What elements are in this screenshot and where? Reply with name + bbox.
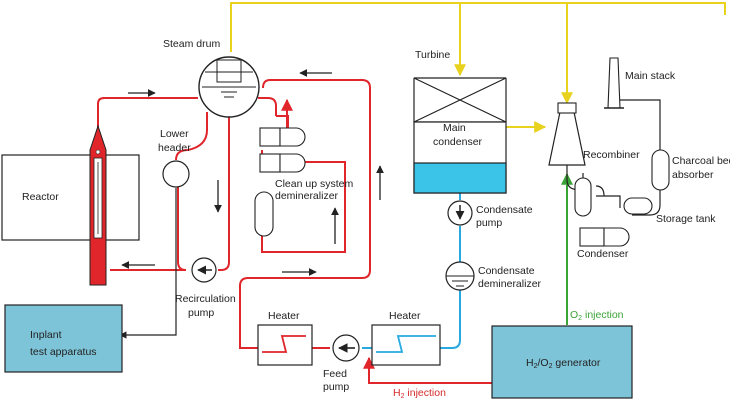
heater-left	[257, 324, 313, 366]
condenser-label: Condenser	[577, 248, 629, 260]
recirc-pump-label-line1: Recirculation	[175, 293, 236, 305]
cleanup-demineralizer	[254, 127, 306, 237]
main-stack-label: Main stack	[625, 70, 676, 82]
reactor-label: Reactor	[22, 191, 59, 203]
main-stack	[604, 57, 624, 109]
turbine-label: Turbine	[415, 49, 450, 61]
condensate-demineralizer	[445, 261, 475, 291]
feed-pump-label-line1: Feed	[323, 368, 347, 380]
condensate-pump-label-line1: Condensate	[476, 204, 533, 216]
inplant-label-line1: Inplant	[30, 329, 62, 341]
main-condenser	[413, 121, 507, 194]
heater-right-label: Heater	[389, 310, 421, 322]
inplant-test-apparatus	[4, 304, 123, 373]
recombiner-label: Recombiner	[583, 149, 640, 161]
steam-lines	[230, 2, 726, 133]
feed-pump	[332, 334, 360, 362]
storage-tank-label: Storage tank	[656, 213, 716, 225]
condensate-demin-label-line2: demineralizer	[478, 278, 542, 290]
reactor-vessel	[1, 154, 140, 241]
storage-tank	[623, 197, 653, 215]
o2-injection-label: O2 injection	[570, 309, 624, 322]
feed-pump-label-line2: pump	[323, 381, 349, 393]
h2-injection-line	[363, 356, 492, 384]
recirculation-pump	[191, 257, 217, 283]
condensate-pump	[447, 200, 473, 226]
charcoal-label-line1: Charcoal bed	[672, 155, 730, 167]
generator-label: H2/O2 generator	[526, 357, 601, 370]
condensate-pump-label-line2: pump	[476, 217, 502, 229]
heater-right	[371, 324, 441, 366]
recirc-pump-label-line2: pump	[188, 307, 214, 319]
heater-left-label: Heater	[268, 310, 300, 322]
reactor-core	[89, 124, 107, 286]
lower-header	[162, 160, 190, 188]
turbine	[413, 77, 507, 123]
condenser-offgas	[579, 227, 630, 247]
cleanup-label-line1: Clean up system	[275, 178, 353, 190]
h2-injection-label: H2 injection	[393, 387, 446, 400]
condensate-lines	[362, 193, 461, 349]
lower-header-label-line2: header	[158, 142, 191, 154]
main-condenser-label-line2: condenser	[433, 136, 483, 148]
inplant-label-line2: test apparatus	[30, 346, 97, 358]
cleanup-label-line2: demineralizer	[275, 190, 339, 202]
condensate-demin-label-line1: Condensate	[478, 265, 535, 277]
h2-o2-generator	[491, 325, 633, 399]
air-ejector	[548, 102, 586, 166]
lower-header-label-line1: Lower	[160, 128, 189, 140]
flow-arrows	[121, 69, 384, 276]
steam-drum	[198, 56, 260, 118]
recombiner	[574, 177, 592, 217]
steam-drum-label: Steam drum	[163, 38, 220, 50]
sample-line-to-inplant	[119, 188, 177, 339]
charcoal-label-line2: absorber	[672, 169, 714, 181]
reactor-water-lines	[97, 79, 371, 349]
main-condenser-label-line1: Main	[443, 122, 466, 134]
charcoal-bed-absorber	[651, 149, 670, 191]
